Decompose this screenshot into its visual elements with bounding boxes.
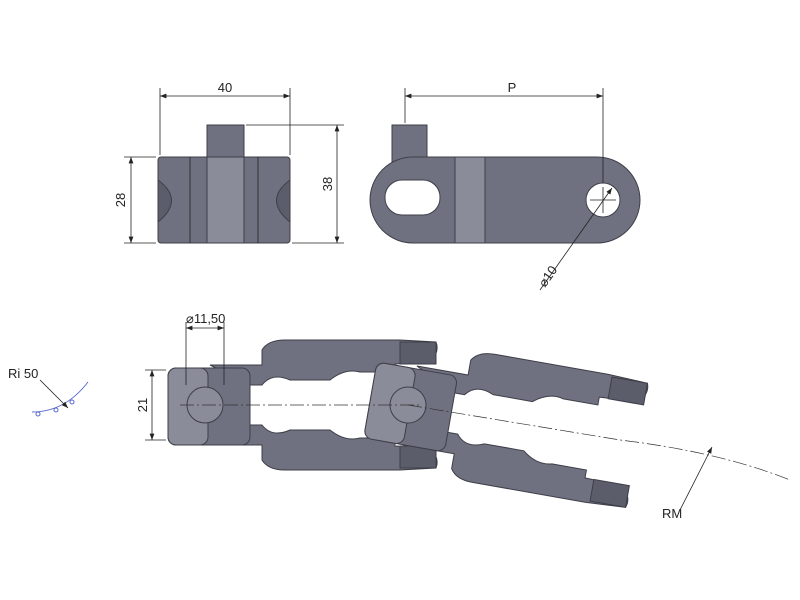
pin-top: [206, 124, 245, 159]
chain-assembly: ⌀11,50 21 RM: [135, 311, 791, 521]
slot: [384, 179, 441, 216]
dim-pitch: P: [508, 80, 517, 95]
link-1: [167, 339, 438, 471]
dim-height-28: 28: [113, 193, 128, 207]
dim-inner-radius: Ri 50: [8, 366, 38, 381]
dim-radius-min: RM: [662, 506, 682, 521]
radius-detail: Ri 50: [8, 366, 89, 417]
dim-pin-diameter: ⌀11,50: [186, 311, 225, 326]
side-band: [454, 156, 486, 244]
side-view: P ⌀10: [369, 80, 641, 291]
dim-width-40: 40: [218, 80, 232, 95]
link-2: [364, 353, 649, 508]
front-view: 40 28 38: [113, 80, 344, 244]
dim-height-38: 38: [320, 177, 335, 191]
side-link: [369, 156, 641, 244]
front-grooves: [157, 179, 291, 224]
dim-link-height: 21: [135, 398, 150, 412]
front-roller: [206, 156, 245, 244]
